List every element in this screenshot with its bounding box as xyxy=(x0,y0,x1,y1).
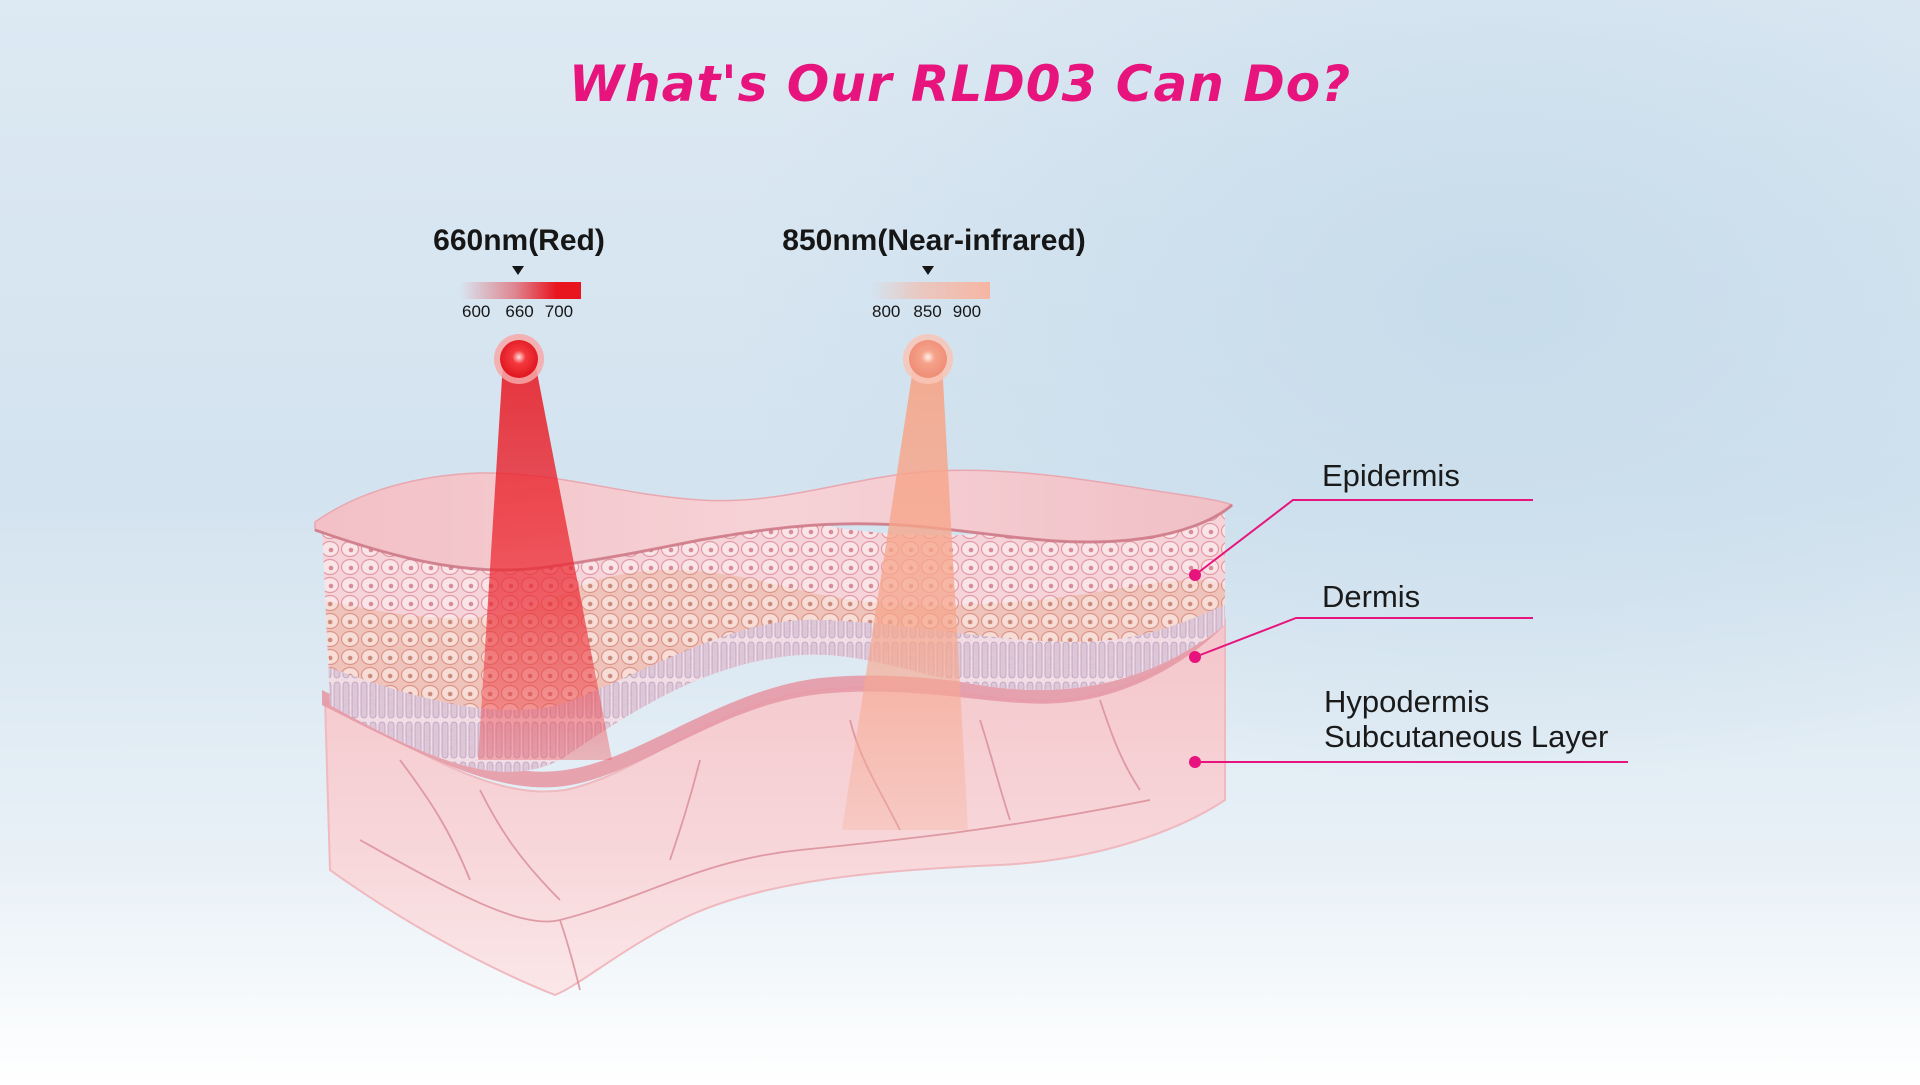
page-title: What's Our RLD03 Can Do? xyxy=(568,55,1352,113)
red-light-beam xyxy=(478,362,612,760)
tick-label: 660 xyxy=(505,302,534,321)
tick-label: 850 xyxy=(913,302,942,321)
callout-epidermis xyxy=(1189,499,1533,581)
wavelength-nir-label: 850nm(Near-infrared) xyxy=(782,224,1086,257)
wavelength-nir-spectrum-bar xyxy=(872,282,990,299)
wavelength-red-label: 660nm(Red) xyxy=(433,224,605,257)
wavelength-nir: 850nm(Near-infrared) 800 850 900 xyxy=(734,224,1134,321)
wavelength-nir-marker-icon xyxy=(922,266,934,275)
wavelength-red-ticks: 600 660 700 xyxy=(462,302,573,322)
tick-label: 600 xyxy=(462,302,491,321)
label-hypodermis: Hypodermis xyxy=(1324,684,1490,719)
callout-hypodermis xyxy=(1189,756,1628,768)
tick-label: 900 xyxy=(952,302,982,321)
label-epidermis: Epidermis xyxy=(1322,458,1460,493)
nir-led-icon xyxy=(903,334,953,384)
wavelength-red-spectrum-bar xyxy=(460,282,581,299)
dermis-band xyxy=(322,610,1225,788)
red-led-icon xyxy=(494,334,544,384)
wavelength-red: 660nm(Red) 600 660 700 xyxy=(319,224,719,321)
tick-label: 700 xyxy=(544,302,574,321)
wavelength-red-marker-icon xyxy=(512,266,524,275)
callout-dermis xyxy=(1189,617,1533,663)
nir-light-beam xyxy=(842,362,968,830)
tick-label: 800 xyxy=(872,302,901,321)
wavelength-nir-ticks: 800 850 900 xyxy=(872,302,981,322)
label-dermis: Dermis xyxy=(1322,579,1421,614)
label-subcutaneous: Subcutaneous Layer xyxy=(1324,719,1609,754)
